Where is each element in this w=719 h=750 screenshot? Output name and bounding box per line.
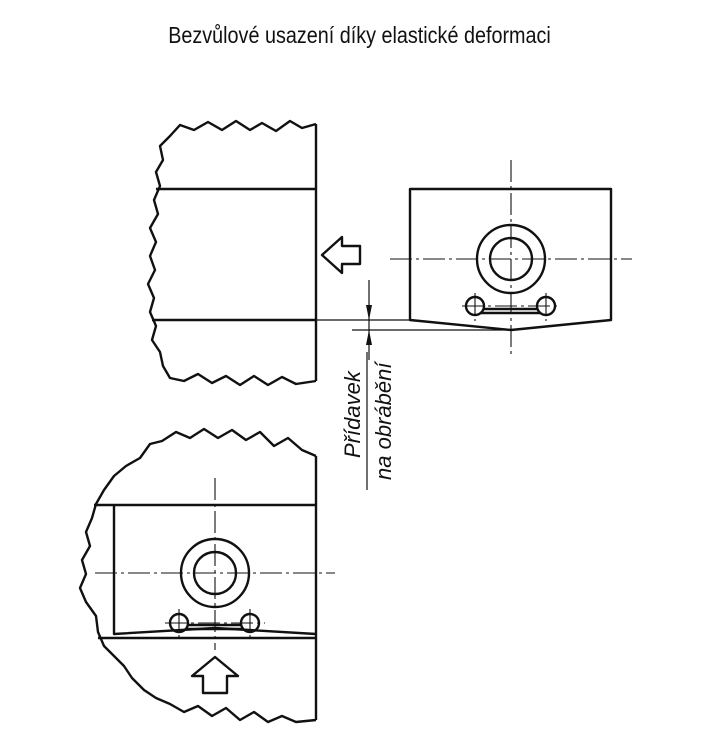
diagram-title: Bezvůlové usazení díky elastické deforma…: [168, 22, 551, 48]
housing-top: [146, 119, 318, 387]
clamp-bottom-bore-inner: [192, 550, 238, 596]
clamp-top-bore-outer: [475, 223, 547, 295]
press-arrow-up: [190, 655, 240, 695]
housing-top-break-edge: [146, 119, 317, 387]
housing-bottom-break-edge: [78, 427, 317, 724]
allowance-dimension: Přídavek na obrábění: [316, 280, 511, 490]
clamp-block-top-outline: [408, 187, 613, 332]
allowance-label-line1: Přídavek: [340, 370, 365, 458]
allowance-arrow-down: [366, 305, 372, 320]
clamp-block-bottom: [95, 478, 335, 650]
housing-bottom: [78, 427, 318, 724]
allowance-arrow-up: [366, 330, 372, 345]
clamp-top-bore-inner: [488, 236, 534, 282]
clamp-bottom-bore-outer: [179, 537, 251, 609]
clamp-block-top: [390, 160, 632, 355]
clamp-block-bottom-outline: [112, 505, 317, 636]
insertion-arrow-left: [320, 235, 362, 275]
allowance-label-line2: na obrábění: [371, 361, 396, 480]
